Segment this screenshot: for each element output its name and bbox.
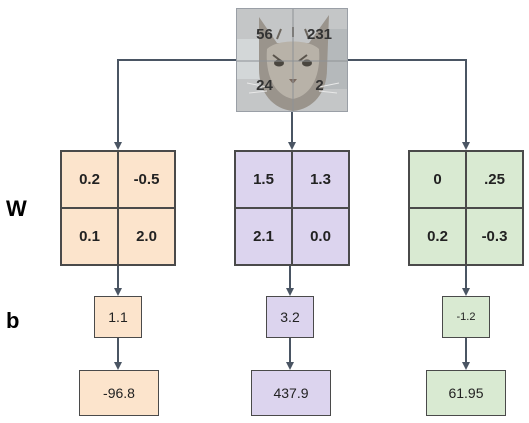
- weight-cell: 0.2: [61, 151, 118, 208]
- bias-box-class-2: 3.2: [266, 296, 314, 338]
- weight-matrix-class-2: 1.5 1.3 2.1 0.0: [234, 150, 350, 266]
- connector-image-to-w1: [118, 60, 236, 146]
- score-box-class-2: 437.9: [251, 370, 331, 416]
- weight-cell: 1.5: [235, 151, 292, 208]
- input-cat-image: 56 231 24 2: [236, 8, 348, 112]
- weight-cell: 2.1: [235, 208, 292, 265]
- score-box-class-1: -96.8: [79, 370, 159, 416]
- weight-cell: 0: [409, 151, 466, 208]
- weight-matrix-class-1: 0.2 -0.5 0.1 2.0: [60, 150, 176, 266]
- weight-cell: 1.3: [292, 151, 349, 208]
- weight-cell: .25: [466, 151, 523, 208]
- pixel-value: 231: [292, 9, 347, 60]
- weights-label: W: [6, 196, 27, 222]
- pixel-value: 56: [237, 9, 292, 60]
- weight-matrix-class-3: 0 .25 0.2 -0.3: [408, 150, 524, 266]
- weight-cell: 0.0: [292, 208, 349, 265]
- weight-cell: 0.1: [61, 208, 118, 265]
- score-box-class-3: 61.95: [426, 370, 506, 416]
- weight-cell: -0.3: [466, 208, 523, 265]
- bias-label: b: [6, 308, 19, 334]
- bias-box-class-1: 1.1: [94, 296, 142, 338]
- connector-image-to-w3: [348, 60, 466, 146]
- pixel-value: 24: [237, 60, 292, 111]
- pixel-value: 2: [292, 60, 347, 111]
- weight-cell: 2.0: [118, 208, 175, 265]
- weight-cell: 0.2: [409, 208, 466, 265]
- bias-box-class-3: -1.2: [442, 296, 490, 338]
- weight-cell: -0.5: [118, 151, 175, 208]
